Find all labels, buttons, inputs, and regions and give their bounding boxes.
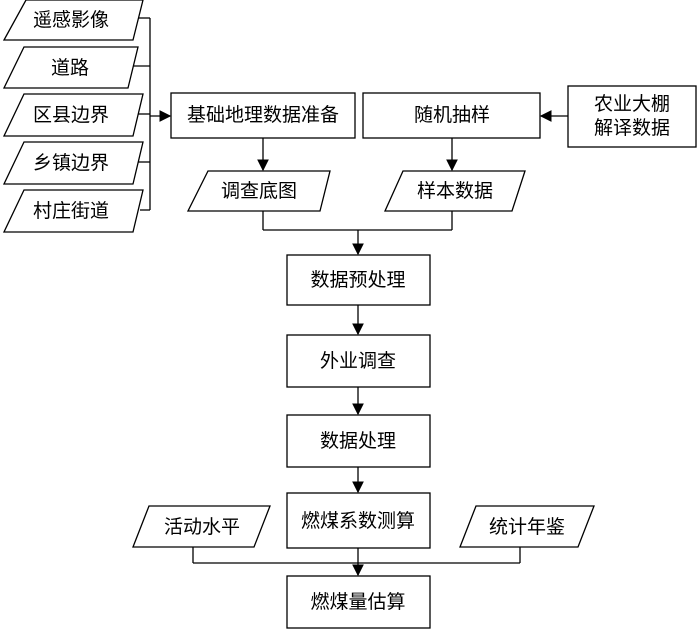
input-label: 遥感影像: [33, 9, 109, 31]
survey-map-label: 调查底图: [221, 180, 297, 202]
random-sampling-box: 随机抽样: [362, 92, 541, 139]
input-label: 道路: [51, 57, 89, 79]
input-label: 乡镇边界: [33, 152, 109, 174]
input-county-boundary: 区县边界: [2, 93, 144, 137]
base-data-prep-label: 基础地理数据准备: [187, 104, 339, 126]
sample-data-label: 样本数据: [417, 180, 493, 202]
greenhouse-data-label: 农业大棚解译数据: [594, 93, 670, 139]
greenhouse-data-box: 农业大棚解译数据: [567, 85, 697, 148]
coal-estimate-box: 燃煤量估算: [286, 575, 431, 629]
process-box: [286, 334, 431, 388]
coal-estimate-label: 燃煤量估算: [310, 591, 405, 613]
coefficient-calc-label: 燃煤系数测算: [301, 510, 415, 532]
yearbook: 统计年鉴: [459, 505, 595, 548]
process-box: [170, 92, 356, 139]
data-processing-box: 数据处理: [286, 414, 431, 468]
process-box: [286, 414, 431, 468]
input-town-boundary: 乡镇边界: [2, 141, 144, 185]
parallelogram-shape: [459, 505, 595, 548]
input-village-streets: 村庄街道: [2, 189, 144, 233]
process-box: [286, 492, 431, 549]
parallelogram-shape: [2, 141, 144, 185]
parallelogram-shape: [2, 46, 139, 89]
greenhouse-data-line: 农业大棚: [594, 93, 670, 115]
parallelogram-shape: [383, 170, 526, 212]
input-label: 区县边界: [33, 104, 109, 126]
activity-level-label: 活动水平: [164, 516, 240, 538]
yearbook-label: 统计年鉴: [489, 516, 565, 538]
preprocessing-box: 数据预处理: [286, 254, 431, 306]
process-box: [286, 575, 431, 629]
preprocessing-label: 数据预处理: [310, 269, 405, 291]
parallelogram-shape: [2, 0, 144, 41]
field-survey-box: 外业调查: [286, 334, 431, 388]
connectors: [128, 17, 568, 577]
parallelogram-shape: [132, 505, 271, 548]
input-label: 村庄街道: [33, 200, 109, 222]
process-box: [567, 85, 697, 148]
activity-level: 活动水平: [132, 505, 271, 548]
greenhouse-data-line: 解译数据: [594, 117, 670, 139]
process-box: [362, 92, 541, 139]
field-survey-label: 外业调查: [320, 350, 396, 372]
input-roads: 道路: [2, 46, 139, 89]
survey-map: 调查底图: [186, 170, 331, 212]
process-box: [286, 254, 431, 306]
random-sampling-label: 随机抽样: [414, 104, 490, 126]
input-remote-sensing: 遥感影像: [2, 0, 144, 41]
parallelogram-shape: [2, 93, 144, 137]
coefficient-calc-box: 燃煤系数测算: [286, 492, 431, 549]
parallelogram-shape: [186, 170, 331, 212]
parallelogram-shape: [2, 189, 144, 233]
base-data-prep-box: 基础地理数据准备: [170, 92, 356, 139]
sample-data: 样本数据: [383, 170, 526, 212]
data-processing-label: 数据处理: [320, 430, 396, 452]
